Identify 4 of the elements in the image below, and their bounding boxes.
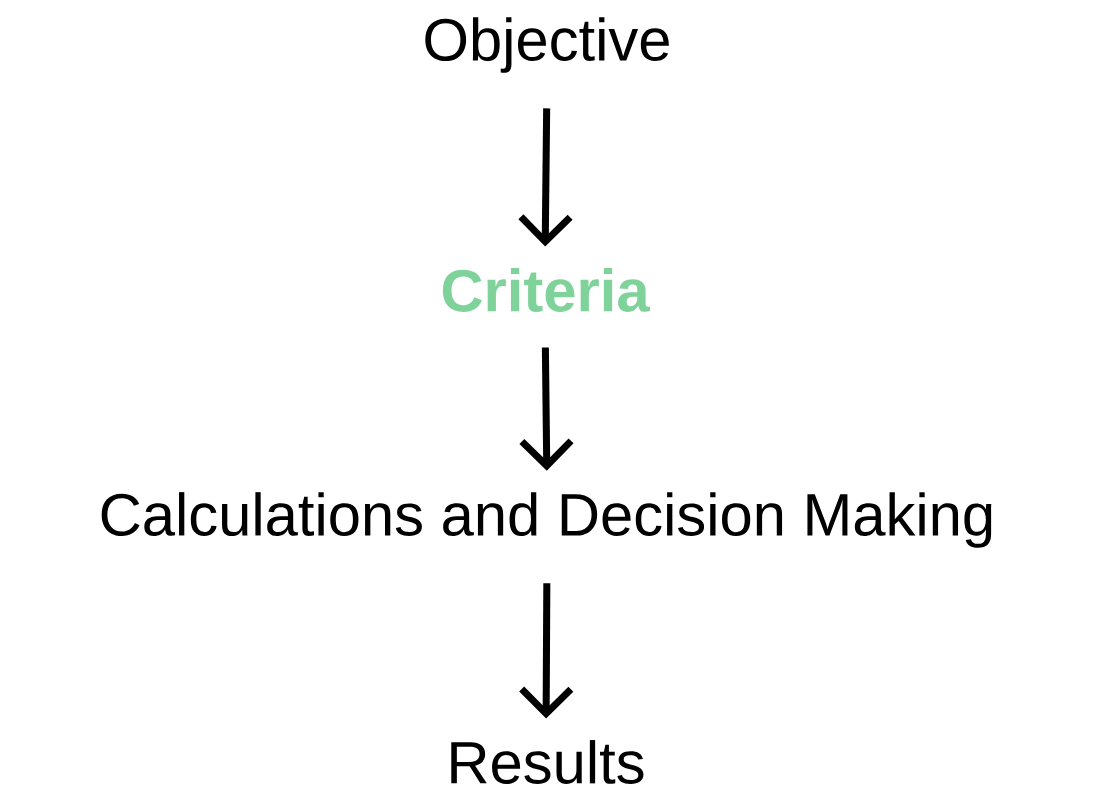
highlighted-text: Criteria [442, 268, 650, 312]
step-text: Calculations and Decision Making [101, 492, 992, 548]
step-text: Objective [425, 17, 669, 73]
step-text: Results [451, 740, 644, 784]
